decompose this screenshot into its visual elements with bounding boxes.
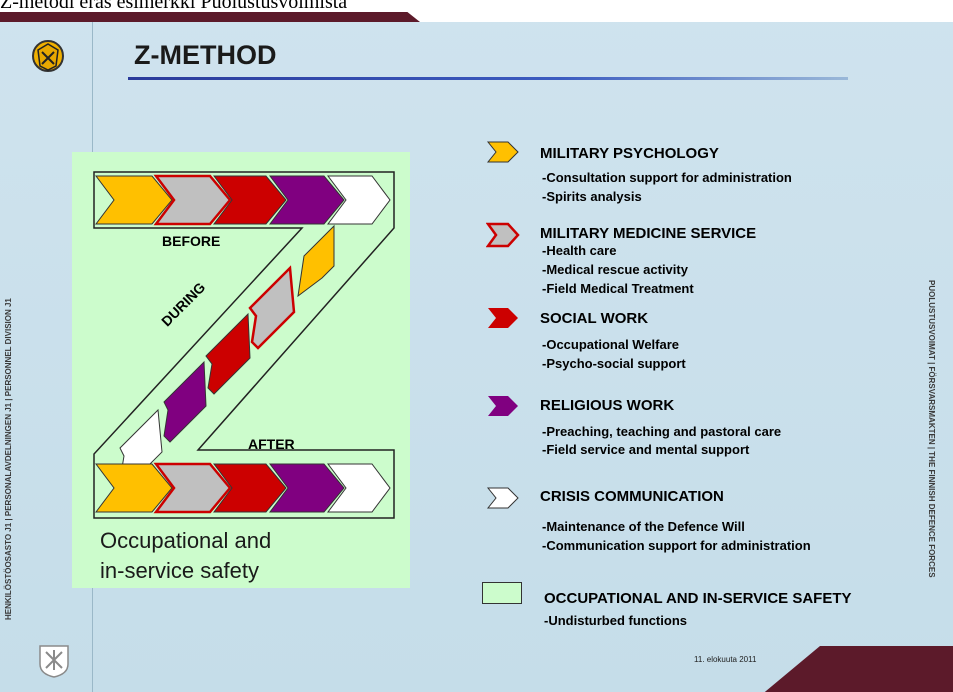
overlay-title: Z-metodi eräs esimerkki Puolustusvoimist… [0, 0, 348, 13]
legend-title-safety: OCCUPATIONAL AND IN-SERVICE SAFETY [544, 590, 852, 607]
safety-box [72, 152, 410, 588]
corner-shape [760, 646, 953, 692]
before-label: BEFORE [162, 233, 221, 249]
top-stripe [0, 12, 420, 22]
chevron-red [213, 175, 287, 225]
legend-sub: -Maintenance of the Defence Will [542, 519, 745, 534]
title-underline [128, 77, 848, 80]
legend-sub: -Consultation support for administration [542, 170, 792, 185]
chevron-white [327, 175, 391, 225]
legend-title-crisis: CRISIS COMMUNICATION [540, 488, 724, 505]
top-bar: Z-metodi eräs esimerkki Puolustusvoimist… [0, 0, 953, 22]
coat-of-arms-icon [32, 40, 64, 72]
z-outline [93, 171, 395, 519]
legend-sub: -Spirits analysis [542, 189, 642, 204]
z-diagram [93, 171, 395, 519]
legend-sub: -Occupational Welfare [542, 337, 680, 352]
chevron-purple-icon [488, 396, 518, 416]
diag-yellow [297, 224, 335, 298]
bottom-chevron-red [213, 463, 287, 513]
chevron-grey-icon [486, 222, 520, 248]
safety-box-label-line1: Occupational and [100, 528, 272, 553]
bottom-chevron-grey [153, 462, 232, 514]
safety-box-label-line2: in-service safety [100, 558, 259, 583]
bottom-chevron-white [327, 463, 391, 513]
legend-title-medicine: MILITARY MEDICINE SERVICE [540, 225, 757, 242]
footer-date: 11. elokuuta 2011 [694, 655, 757, 664]
after-label: AFTER [248, 436, 295, 452]
green-square-icon [482, 582, 522, 604]
legend-title-religious: RELIGIOUS WORK [540, 397, 675, 414]
legend-sub: -Medical rescue activity [542, 262, 688, 277]
chevron-purple [269, 175, 345, 225]
diag-grey [248, 265, 296, 350]
legend-sub: -Field service and mental support [542, 442, 750, 457]
chevron-red-icon [488, 308, 518, 328]
legend-sub: -Undisturbed functions [544, 613, 687, 628]
diagonal-row [119, 224, 335, 487]
bottom-chevron-purple [269, 463, 345, 513]
legend-sub: -Communication support for administratio… [542, 538, 811, 553]
legend-title-psychology: MILITARY PSYCHOLOGY [540, 145, 719, 162]
bottom-row [95, 462, 391, 514]
side-text-left: HENKILÖSTÖOSASTO J1 | PERSONALAVDELNINGE… [4, 298, 13, 620]
chevron-grey [153, 174, 232, 226]
diag-red [205, 312, 251, 395]
legend-sub: -Health care [542, 243, 617, 258]
legend-title-social: SOCIAL WORK [540, 310, 649, 327]
top-row [95, 174, 391, 226]
legend-sub: -Preaching, teaching and pastoral care [542, 424, 782, 439]
bottom-chevron-yellow [95, 463, 173, 513]
page-title: Z-METHOD [134, 40, 277, 70]
safety-box-label: Occupational and in-service safety [100, 526, 400, 586]
legend-sub: -Psycho-social support [542, 356, 686, 371]
diag-purple [163, 360, 207, 443]
side-text-right: PUOLUSTUSVOIMAT | FÖRSVARSMAKTEN | THE F… [927, 280, 936, 578]
emblem-icon [39, 645, 69, 678]
chevron-yellow [95, 175, 173, 225]
chevron-white-icon [486, 487, 519, 509]
chevron-yellow-icon [486, 141, 519, 163]
legend-sub: -Field Medical Treatment [542, 281, 694, 296]
